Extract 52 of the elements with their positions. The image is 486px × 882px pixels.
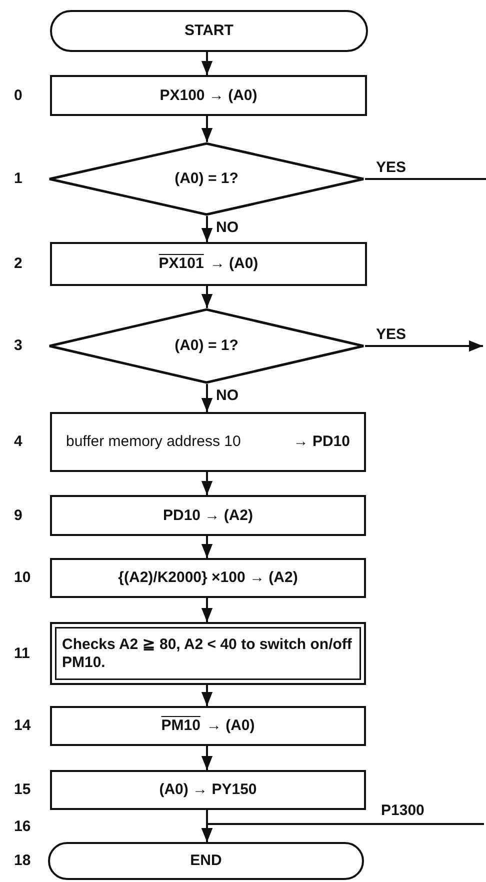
arrow	[201, 598, 213, 622]
decision-diamond	[48, 142, 365, 216]
step-text: (A0) = 1?	[174, 170, 238, 188]
predefined-process-box	[50, 622, 366, 685]
step-text: Checks A2 ≧ 80, A2 < 40 to switch on/off PM10.	[62, 636, 353, 671]
arrow	[201, 746, 213, 770]
step-text: START	[184, 22, 234, 40]
step-number: 10	[14, 569, 32, 586]
step-number: 2	[14, 255, 24, 272]
step-number: 3	[14, 337, 24, 354]
process-box	[50, 242, 367, 286]
step-text: PX101	[158, 255, 204, 273]
step-text: END	[190, 852, 222, 870]
step-text: → (A0)	[210, 255, 258, 273]
terminal-shape	[50, 10, 368, 52]
process-box	[50, 75, 367, 116]
step-number: 14	[14, 717, 32, 734]
step-number: 18	[14, 852, 32, 869]
arrow	[365, 340, 483, 352]
step-number: 9	[14, 506, 24, 524]
step-number: 4	[14, 433, 24, 450]
step-text: → PD10	[293, 433, 350, 451]
step-number: 0	[14, 86, 24, 104]
arrow	[201, 472, 213, 495]
arrow	[201, 823, 484, 842]
step-text: buffer memory address 10	[66, 433, 241, 451]
terminal-shape	[48, 842, 364, 880]
step-number: 1	[14, 170, 24, 187]
step-number: 16	[14, 818, 32, 835]
arrow	[201, 216, 213, 242]
step-text: (A0) = 1?	[174, 337, 238, 355]
step-number: 15	[14, 781, 32, 798]
connector-line	[365, 178, 486, 180]
process-box	[50, 412, 366, 472]
arrow	[201, 286, 213, 308]
arrow	[201, 52, 213, 75]
step-number: 11	[14, 644, 31, 662]
arrow	[201, 384, 213, 412]
step-text: PX100 → (A0)	[160, 86, 258, 104]
arrow	[201, 685, 213, 706]
process-box	[50, 558, 366, 598]
step-text: → (A0)	[206, 717, 255, 735]
arrow	[201, 116, 213, 142]
step-text: PD10 → (A2)	[162, 506, 254, 524]
process-box	[50, 706, 366, 746]
process-box	[50, 495, 366, 536]
step-text: PM10	[161, 717, 200, 735]
step-text: (A0) → PY150	[159, 781, 257, 799]
decision-diamond	[48, 308, 365, 384]
arrow	[201, 536, 213, 558]
process-box	[50, 770, 366, 810]
step-text: {(A2)/K2000} ×100 → (A2)	[118, 569, 298, 587]
